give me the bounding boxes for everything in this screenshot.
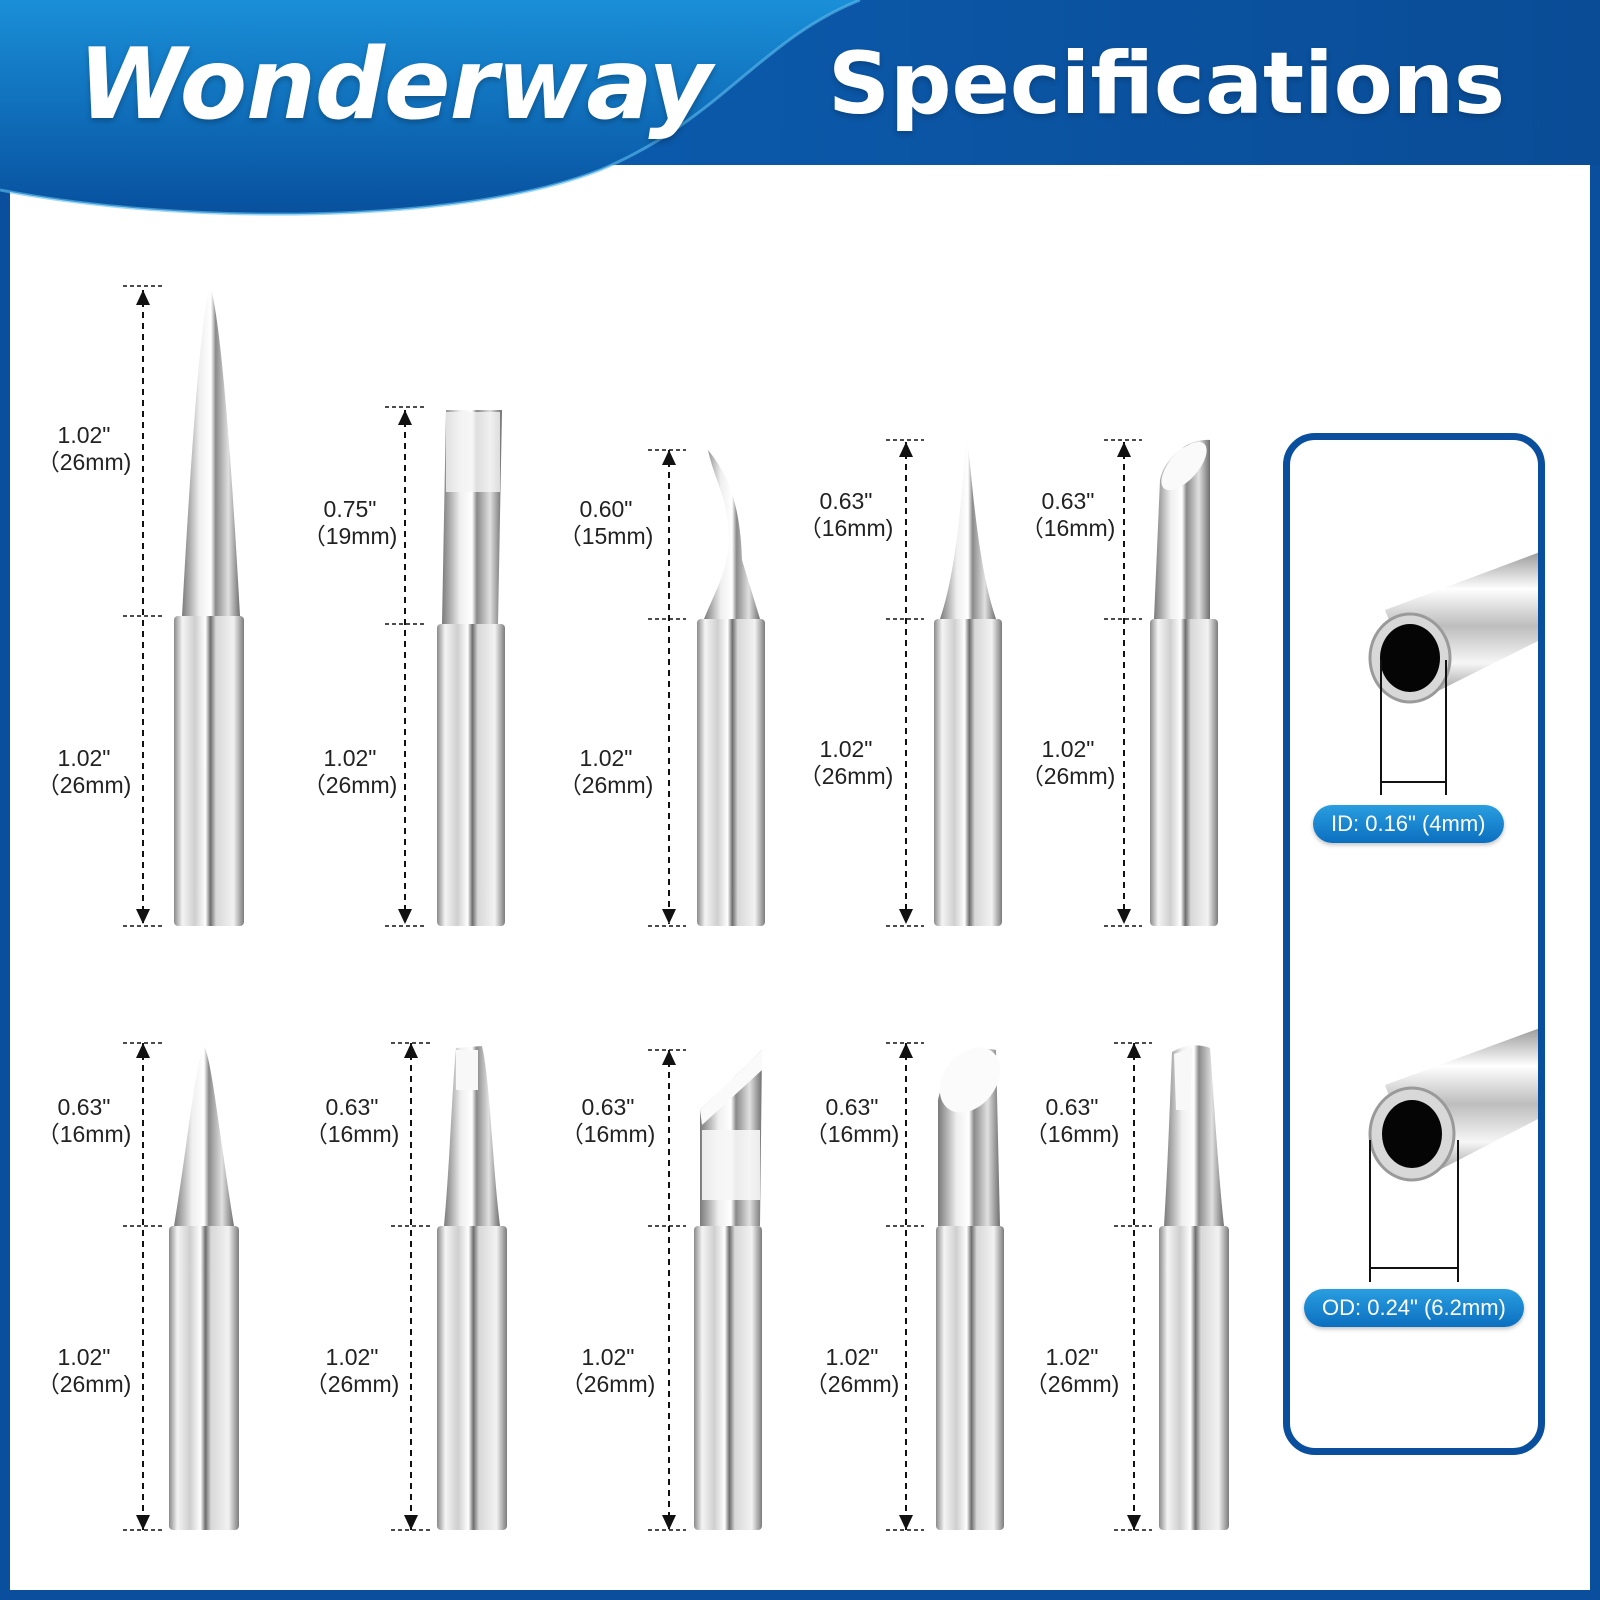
tip-2-5-upper-dim: 0.63"（16mm) [1024,1094,1120,1147]
page-title: Specifications [828,34,1506,134]
tip-1-2 [385,406,505,927]
tip-1-2-lower-dim: 1.02"（26mm) [302,745,398,798]
tip-2-4-lower-dim: 1.02"（26mm) [804,1344,900,1397]
tip-2-5-lower-dim: 1.02"（26mm) [1024,1344,1120,1397]
tip-1-5 [1104,439,1218,927]
tip-2-4-upper-dim: 0.63"（16mm) [804,1094,900,1147]
tip-1-4-upper-dim: 0.63"（16mm) [798,488,894,541]
tip-2-4 [886,1042,1004,1531]
inner-diameter-tube [1368,552,1540,795]
tip-1-5-upper-dim: 0.63"（16mm) [1020,488,1116,541]
tip-2-3-lower-dim: 1.02"（26mm) [560,1344,656,1397]
tip-2-2 [391,1042,507,1531]
tip-1-5-lower-dim: 1.02"（26mm) [1020,736,1116,789]
tip-1-1-lower-dim: 1.02"（26mm) [36,745,132,798]
tip-1-4-lower-dim: 1.02"（26mm) [798,736,894,789]
tip-1-1 [123,285,244,927]
tip-1-3-upper-dim: 0.60"（15mm) [558,496,654,549]
tip-2-3 [648,1049,762,1531]
diameter-spec-panel [1283,433,1545,1455]
tip-1-3 [648,449,765,927]
brand-name: Wonderway [78,28,712,142]
tip-2-1-upper-dim: 0.63"（16mm) [36,1094,132,1147]
tip-2-1-lower-dim: 1.02"（26mm) [36,1344,132,1397]
tip-1-2-upper-dim: 0.75"（19mm) [302,496,398,549]
tip-1-4 [886,439,1002,927]
tip-2-2-upper-dim: 0.63"（16mm) [304,1094,400,1147]
tip-2-3-upper-dim: 0.63"（16mm) [560,1094,656,1147]
tip-2-5 [1114,1042,1229,1531]
outer-diameter-badge: OD: 0.24" (6.2mm) [1304,1289,1524,1327]
outer-diameter-tube [1368,1028,1540,1282]
tip-2-2-lower-dim: 1.02"（26mm) [304,1344,400,1397]
inner-diameter-badge: ID: 0.16" (4mm) [1313,805,1504,843]
tip-2-1 [123,1042,239,1531]
header-banner [0,0,1600,216]
tip-1-3-lower-dim: 1.02"（26mm) [558,745,654,798]
tip-1-1-upper-dim: 1.02"（26mm) [36,422,132,475]
